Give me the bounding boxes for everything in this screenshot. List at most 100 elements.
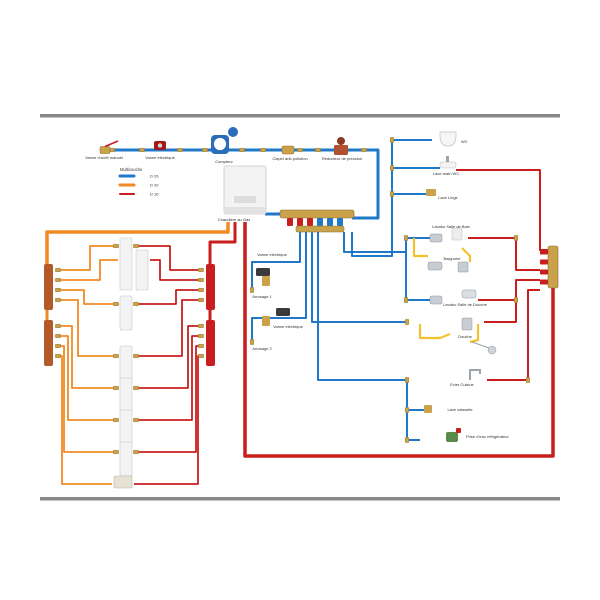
- manifold-port-icon: [55, 354, 61, 359]
- pipe-douche-hot: [484, 300, 517, 323]
- label-vanne-elec-1: Vanne électrique: [257, 252, 288, 257]
- branch-fitting: [514, 297, 519, 303]
- manifold-port-icon: [198, 298, 204, 303]
- pipe-bath-cold: [311, 232, 408, 323]
- pipe-heating-orange: [45, 222, 230, 266]
- branch-fitting: [390, 137, 395, 143]
- label-vanne-elec-2: Vanne électrique: [273, 324, 304, 329]
- pipe-heating-loop-flow: [60, 335, 118, 421]
- radiator-valve-icon: [113, 386, 119, 391]
- bathtub-faucet-icon: [457, 261, 469, 273]
- manifold-port-icon: [198, 268, 204, 273]
- label-arrosage-1: Arrosage 1: [252, 294, 272, 299]
- sink-icon: [429, 233, 443, 243]
- label-lave-main: Lave-main WC: [433, 171, 460, 176]
- right-manifold-icon: [547, 245, 559, 289]
- pipe-heating-loop-flow: [60, 289, 118, 305]
- fridge-valve-handle-icon: [456, 428, 461, 433]
- manifold-port-icon: [55, 288, 61, 293]
- label-wc: WC: [461, 139, 468, 144]
- label-lave-linge: Lave Linge: [438, 195, 458, 200]
- pipe-lavabo-sdd-hot: [478, 279, 540, 301]
- manifold-valve-icon: [307, 218, 313, 226]
- branch-fitting: [404, 235, 409, 241]
- brass-fitting: [297, 147, 303, 152]
- radiator-valve-icon: [133, 418, 139, 423]
- pipe-heating-loop-flow: [60, 345, 118, 453]
- legend: Multicouche D 26 D 20 D 16: [118, 167, 159, 197]
- bottom-border: [40, 497, 560, 501]
- radiator-valve-icon: [133, 386, 139, 391]
- manifold-valve-icon: [337, 218, 343, 226]
- sink-icon: [439, 161, 457, 169]
- manifold-port-icon: [55, 298, 61, 303]
- pipe-heating-loop-return: [134, 299, 199, 357]
- fridge-valve-icon: [446, 432, 458, 442]
- label-chaudiere: Chaudière au Gaz: [218, 217, 250, 222]
- pipe-wc-cold: [351, 139, 432, 257]
- brass-fitting: [315, 147, 321, 152]
- manifold-port-icon: [55, 324, 61, 329]
- manifold-port-icon: [55, 344, 61, 349]
- legend-title: Multicouche: [120, 167, 143, 172]
- right-manifold-valve-icon: [540, 259, 548, 265]
- valve-handle-icon: [104, 140, 119, 148]
- tap-icon: [446, 156, 449, 162]
- radiator-icon: [113, 475, 133, 489]
- branch-fitting: [526, 377, 531, 383]
- irrigation-valve-icon: [276, 308, 290, 316]
- branch-fitting: [404, 297, 409, 303]
- brass-fitting: [177, 147, 183, 152]
- right-manifold-valve-icon: [540, 269, 548, 275]
- pipe-heating-loop-return: [134, 335, 199, 421]
- radiator-valve-icon: [113, 450, 119, 455]
- hose-baignoire: [412, 238, 428, 258]
- branch-fitting: [405, 437, 410, 443]
- pipe-evier-hot: [487, 289, 540, 381]
- manual-valve-icon: [99, 146, 111, 154]
- bathtub-mixer-icon: [427, 261, 443, 271]
- radiator-valve-icon: [133, 243, 139, 248]
- basin-icon: [461, 289, 477, 299]
- branch-fitting: [390, 165, 395, 171]
- label-arrosage-2: Arrosage 2: [252, 346, 272, 351]
- manifold-port-icon: [198, 278, 204, 283]
- mixer-panel-icon: [451, 227, 463, 241]
- radiator-valve-icon: [133, 302, 139, 307]
- manifold-port-icon: [55, 278, 61, 283]
- label-evier: Evier Cuisine: [450, 382, 474, 387]
- pipe-heating-loop-return: [134, 245, 199, 271]
- diagram-frame: [40, 114, 560, 501]
- pipe-heating-loop-return: [150, 259, 199, 281]
- pipe-hot-loop: [243, 222, 555, 458]
- radiator-valve-icon: [113, 354, 119, 359]
- pipe-lavabo-hot: [468, 237, 540, 271]
- manifold-valve-icon: [297, 218, 303, 226]
- label-douche: Douche: [458, 334, 473, 339]
- secondary-manifold-icon: [295, 225, 345, 233]
- pipe-lavabo-cold: [343, 232, 430, 253]
- pipe-heating-loop-return: [134, 345, 199, 453]
- radiator-icon: [119, 409, 133, 445]
- radiator-icon: [119, 295, 133, 331]
- manifold-valve-icon: [317, 218, 323, 226]
- label-vanne-electrique: Vanne électrique: [145, 155, 176, 160]
- manifold-port-icon: [198, 354, 204, 359]
- radiator-icon: [119, 377, 133, 413]
- manifold-valve-icon: [327, 218, 333, 226]
- pipe-heating-loop-return: [134, 325, 199, 389]
- label-clapet: Clapet anti-pollution: [272, 156, 307, 161]
- label-vanne-arret: Vanne d'arrêt manuel: [85, 155, 123, 160]
- branch-fitting: [514, 235, 519, 241]
- hose-baignoire-2: [461, 247, 472, 262]
- hose-douche: [418, 324, 451, 340]
- towel-radiator-icon: [135, 249, 149, 291]
- branch-fitting: [405, 319, 410, 325]
- branch-fitting: [405, 407, 410, 413]
- sink-icon: [429, 295, 443, 305]
- radiator-icon: [119, 345, 133, 381]
- manifold-port-icon: [55, 334, 61, 339]
- label-compteur: Compteur: [215, 159, 233, 164]
- radiator-valve-icon: [113, 302, 119, 307]
- brass-fitting: [249, 339, 254, 345]
